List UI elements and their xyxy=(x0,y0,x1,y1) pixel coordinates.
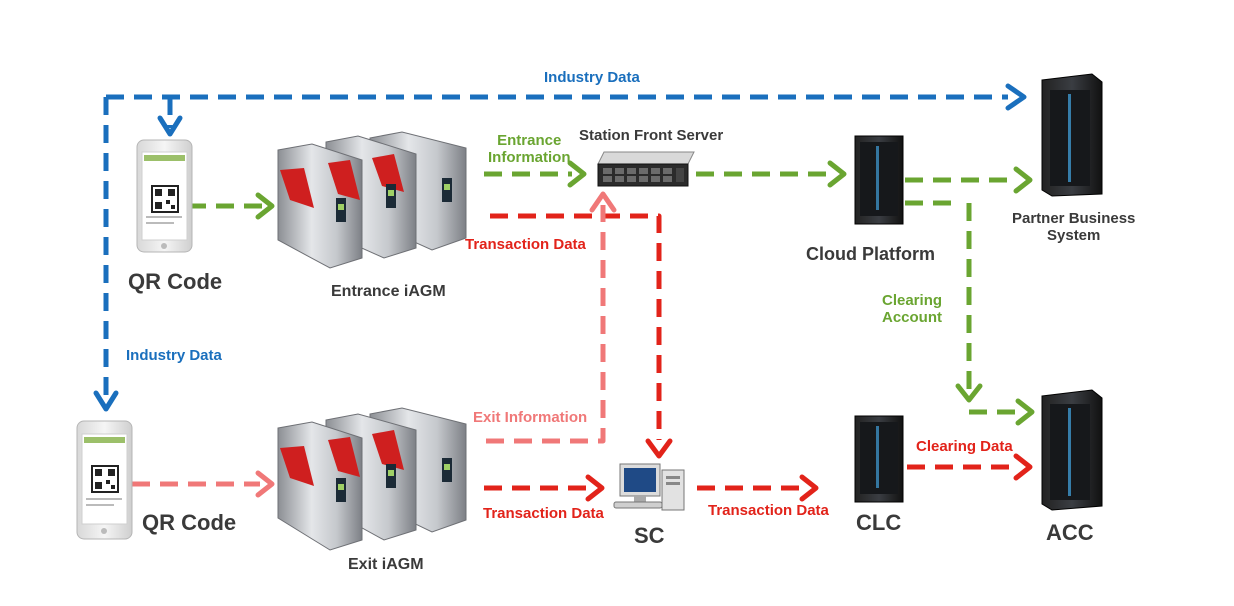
arrowhead-acc-green xyxy=(1015,398,1035,426)
acc-label: ACC xyxy=(1046,520,1094,545)
industry-data-top-label: Industry Data xyxy=(544,69,640,86)
acc-server-icon xyxy=(1041,389,1103,511)
arrowhead-top-phone-blue xyxy=(157,115,183,137)
transaction-data-exit-label: Transaction Data xyxy=(483,505,604,522)
station-front-server-label: Station Front Server xyxy=(579,127,724,144)
cloud-platform-label: Cloud Platform xyxy=(806,244,935,264)
clearing-account-label: Clearing Account xyxy=(882,292,943,326)
arrowhead-partner-blue xyxy=(1005,83,1027,111)
arrowhead-bottom-phone-blue xyxy=(93,390,119,412)
arrowhead-server-green xyxy=(567,160,587,188)
exit-information-line xyxy=(486,205,606,444)
qr-code-top-label: QR Code xyxy=(128,269,223,294)
arrowhead-partner-green xyxy=(1013,166,1033,194)
partner-business-system-server-icon xyxy=(1041,73,1103,197)
entrance-gate-icon xyxy=(277,131,467,269)
entrance-transaction-line xyxy=(490,213,662,440)
exit-gate-icon xyxy=(277,407,467,551)
arrowhead-server-up-pink xyxy=(589,191,617,213)
partner-business-system-label: Partner Business System xyxy=(1012,210,1136,244)
transaction-data-upper-label: Transaction Data xyxy=(465,236,586,253)
clc-server-icon xyxy=(854,415,904,503)
exit-information-label: Exit Information xyxy=(473,409,588,426)
arrowhead-sc-down-red xyxy=(645,438,673,459)
arrowhead-entrance-green xyxy=(255,192,275,220)
sc-label: SC xyxy=(634,523,665,548)
arrowhead-acc-red xyxy=(1013,453,1033,481)
arrowhead-sc-red xyxy=(585,474,605,502)
entrance-iagm-label: Entrance iAGM xyxy=(331,283,446,300)
qr-phone-top-icon xyxy=(136,139,193,253)
station-front-server-icon xyxy=(597,151,695,187)
sc-computer-icon xyxy=(613,463,685,511)
arrowhead-exit-pink xyxy=(255,470,275,498)
clc-label: CLC xyxy=(856,510,902,535)
industry-data-left-label: Industry Data xyxy=(126,347,222,364)
arrowhead-clearing-down-green xyxy=(955,383,983,403)
arrowhead-clc-red xyxy=(799,474,819,502)
clearing-data-label: Clearing Data xyxy=(916,438,1013,455)
arrowhead-cloud-green xyxy=(827,160,847,188)
transaction-data-sc-label: Transaction Data xyxy=(708,502,829,519)
qr-phone-bottom-icon xyxy=(76,420,133,540)
entrance-information-label: Entrance Information xyxy=(488,132,571,166)
qr-code-bottom-label: QR Code xyxy=(142,510,237,535)
exit-iagm-label: Exit iAGM xyxy=(348,556,424,573)
cloud-platform-server-icon xyxy=(854,135,904,225)
